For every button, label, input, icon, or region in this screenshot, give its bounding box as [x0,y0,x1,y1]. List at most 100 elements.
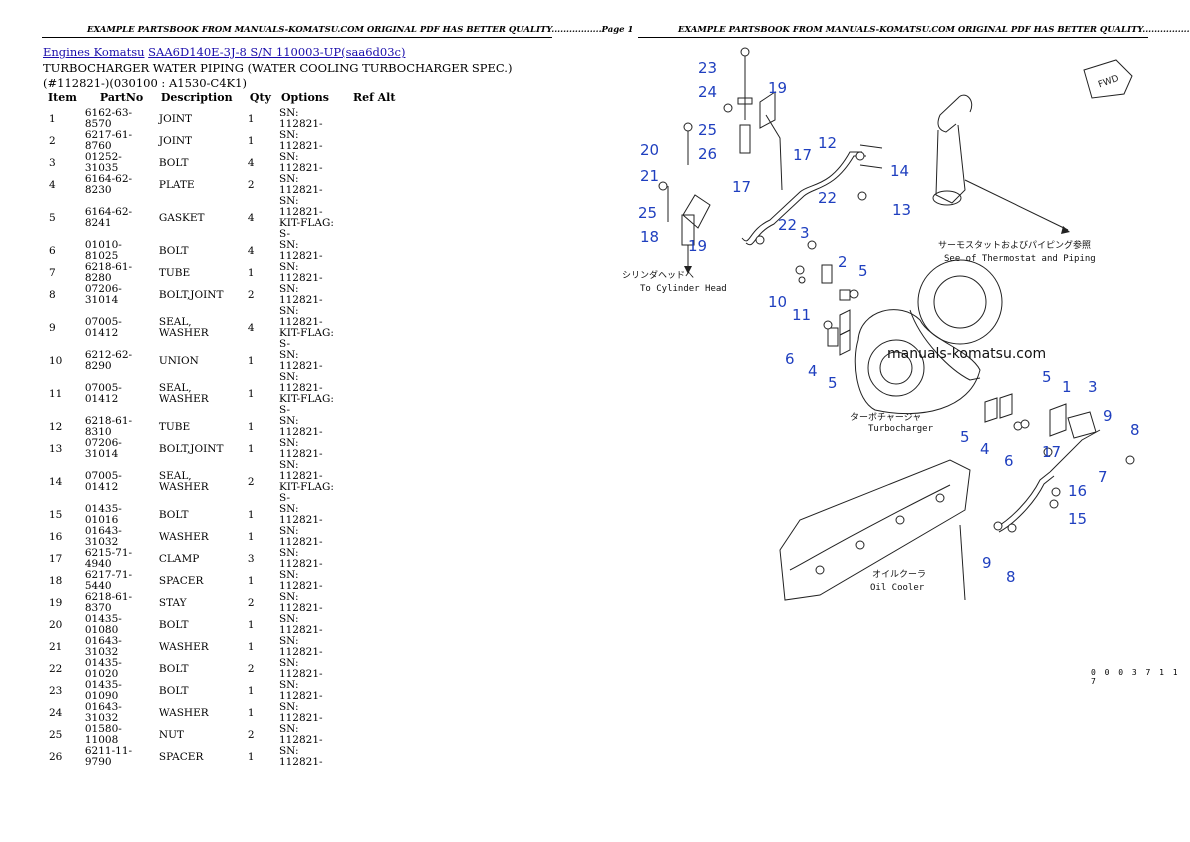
cell-description: BOLT [158,244,189,257]
col-header-item: Item [48,91,77,104]
cell-options: SN: 112821- [276,592,348,614]
cell-description: BOLT [158,684,189,697]
option-serial: SN: 112821- [278,547,323,570]
option-serial: SN: 112821- [278,129,323,152]
cell-options: SN: 112821- [276,614,348,636]
cell-qty: 1 [247,112,255,125]
callout-5: 5 [858,262,868,280]
callout-5: 5 [1042,368,1052,386]
callout-9: 9 [982,554,992,572]
cell-refalt [348,746,401,768]
watermark: manuals-komatsu.com [887,346,1047,362]
cell-item: 6 [49,244,56,257]
cell-item: 9 [49,321,56,334]
cell-options: SN: 112821- [276,438,348,460]
cell-options: SN: 112821- [276,240,348,262]
cell-qty: 1 [247,420,255,433]
cell-refalt [348,658,401,680]
cell-options: SN: 112821- [276,174,348,196]
option-serial: SN: 112821- [278,239,323,262]
cell-options: SN: 112821- [276,350,348,372]
option-serial: SN: 112821- [278,349,323,372]
cell-refalt [348,284,401,306]
callout-19: 19 [768,79,787,97]
callout-20: 20 [640,141,659,159]
callout-9: 9 [1103,407,1113,425]
cell-item: 21 [49,640,63,653]
cell-description: BOLT [158,156,189,169]
breadcrumb-link-engines[interactable]: Engines Komatsu [43,45,145,59]
cell-item: 8 [49,288,56,301]
cell-partno: 6212-62-8290 [84,349,133,372]
option-serial: SN: 112821- [278,195,323,218]
callout-6: 6 [785,350,795,368]
option-serial: SN: 112821- [278,261,323,284]
cell-refalt [348,460,401,504]
cell-qty: 3 [247,552,255,565]
cell-options: SN: 112821- [276,570,348,592]
option-serial: SN: 112821- [278,283,323,306]
callout-22: 22 [778,216,797,234]
cell-item: 4 [49,178,56,191]
option-serial: SN: 112821- [278,569,323,592]
cell-refalt [348,636,401,658]
option-serial: SN: 112821- [278,679,323,702]
exploded-view-drawing: サーモスタットおよびパイピング参照 See of Thermostat and … [622,47,1140,601]
callout-4: 4 [808,362,818,380]
cell-partno: 01643-31032 [84,525,122,548]
option-serial: SN: 112821- [278,701,323,724]
cell-qty: 1 [247,508,255,521]
option-serial: SN: 112821- [278,657,323,680]
note-oil-jp: オイルクーラ [872,569,926,580]
cell-description: BOLT [158,618,189,631]
cell-options: SN: 112821- [276,724,348,746]
cell-qty: 4 [247,211,255,224]
cell-item: 14 [49,475,63,488]
cell-partno: 01643-31032 [84,701,122,724]
cell-qty: 2 [247,662,255,675]
option-serial: SN: 112821- [278,173,323,196]
col-header-options: Options [280,91,329,104]
page-header-left: EXAMPLE PARTSBOOK FROM MANUALS-KOMATSU.C… [87,25,634,35]
cell-description: BOLT,JOINT [158,288,224,301]
cell-item: 20 [49,618,63,631]
cell-refalt [348,592,401,614]
cell-partno: 07206-31014 [84,437,122,460]
cell-options: SN: 112821-KIT-FLAG: S- [276,306,348,350]
cell-refalt [348,350,401,372]
callout-25: 25 [698,121,717,139]
callout-17: 17 [1042,443,1061,461]
cell-qty: 1 [247,684,255,697]
callout-13: 13 [892,201,911,219]
cell-qty: 2 [247,475,255,488]
cell-refalt [348,724,401,746]
cell-qty: 4 [247,321,255,334]
cell-options: SN: 112821- [276,680,348,702]
callout-21: 21 [640,167,659,185]
cell-item: 13 [49,442,63,455]
callout-8: 8 [1006,568,1016,586]
cell-options: SN: 112821- [276,152,348,174]
cell-description: NUT [158,728,184,741]
cell-qty: 2 [247,728,255,741]
cell-refalt [348,614,401,636]
cell-description: CLAMP [158,552,200,565]
col-header-qty: Qty [249,91,271,104]
fwd-label: FWD [1097,74,1120,91]
cell-options: SN: 112821- [276,130,348,152]
option-serial: SN: 112821- [278,613,323,636]
cell-item: 16 [49,530,63,543]
breadcrumb-link-model[interactable]: SAA6D140E-3J-8 S/N 110003-UP(saa6d03c) [148,45,406,59]
callout-1: 1 [1062,378,1072,396]
